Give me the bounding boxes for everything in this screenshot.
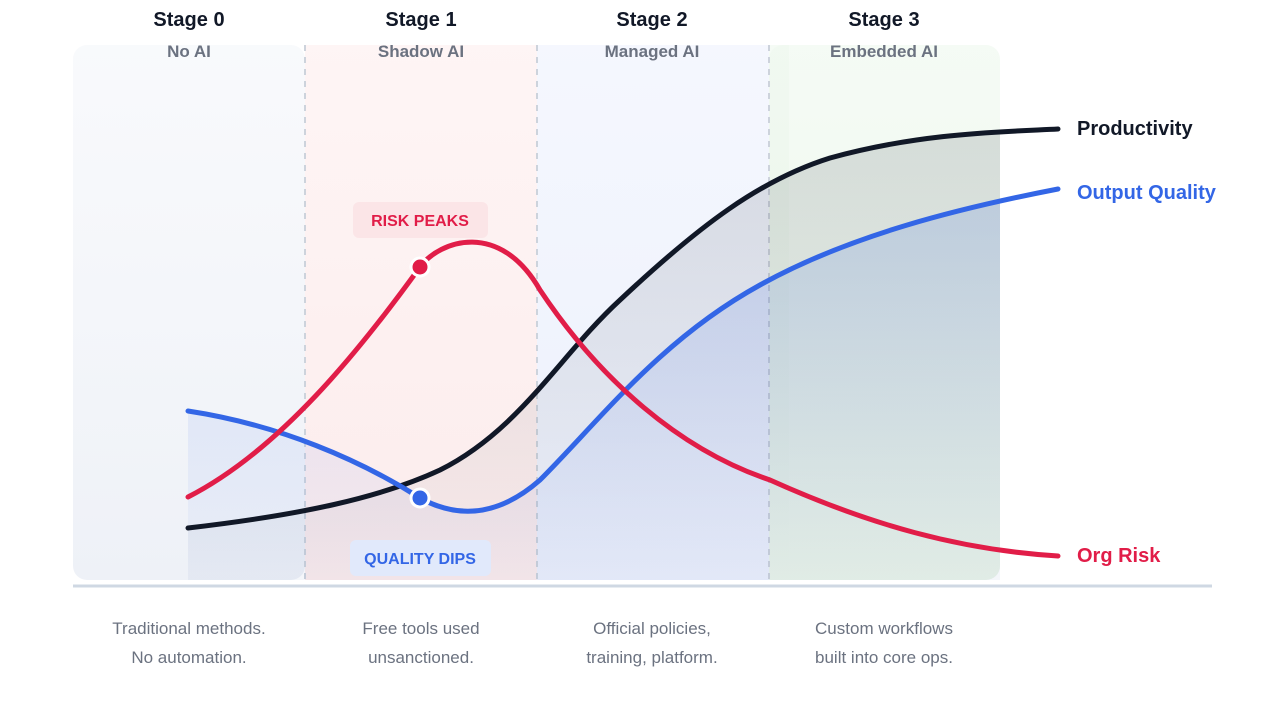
stage-1-subtitle: Shadow AI	[378, 42, 464, 61]
quality-dips-badge	[350, 540, 491, 576]
stage-2-description-line-2: training, platform.	[586, 648, 717, 667]
risk-line	[185, 239, 1061, 559]
stage-0-description-line-2: No automation.	[131, 648, 246, 667]
risk-peak-marker	[409, 256, 431, 278]
quality-dips-annotation: QUALITY DIPS	[350, 540, 491, 576]
stage-descriptions: Traditional methods. No automation. Free…	[112, 619, 953, 667]
stage-3-title: Stage 3	[848, 9, 919, 31]
stage-2-subtitle: Managed AI	[605, 42, 700, 61]
stage-3-subtitle: Embedded AI	[830, 42, 938, 61]
output-quality-label: Output Quality	[1077, 182, 1217, 204]
productivity-line	[185, 126, 1061, 531]
stage-0-title: Stage 0	[153, 9, 224, 31]
stage-2-description-line-1: Official policies,	[593, 619, 711, 638]
quality-area	[188, 202, 1000, 580]
quality-line	[185, 186, 1061, 514]
stage-2-title: Stage 2	[616, 9, 687, 31]
risk-peaks-badge	[353, 202, 488, 238]
stage-0-description-line-1: Traditional methods.	[112, 619, 265, 638]
stage-0-subtitle: No AI	[167, 42, 211, 61]
productivity-label: Productivity	[1077, 118, 1193, 140]
quality-dip-marker	[409, 487, 431, 509]
risk-peaks-label: RISK PEAKS	[371, 213, 469, 230]
stage-1-description-line-2: unsanctioned.	[368, 648, 474, 667]
stage-3-description-line-2: built into core ops.	[815, 648, 953, 667]
stage-1-title: Stage 1	[385, 9, 456, 31]
risk-peaks-annotation: RISK PEAKS	[353, 202, 488, 238]
quality-dips-label: QUALITY DIPS	[364, 551, 476, 568]
stage-1-description-line-1: Free tools used	[362, 619, 479, 638]
org-risk-label: Org Risk	[1077, 545, 1161, 567]
stage-headers: Stage 0 No AI Stage 1 Shadow AI Stage 2 …	[153, 9, 938, 61]
stage-3-description-line-1: Custom workflows	[815, 619, 953, 638]
series-labels: Productivity Output Quality Org Risk	[1077, 118, 1217, 567]
